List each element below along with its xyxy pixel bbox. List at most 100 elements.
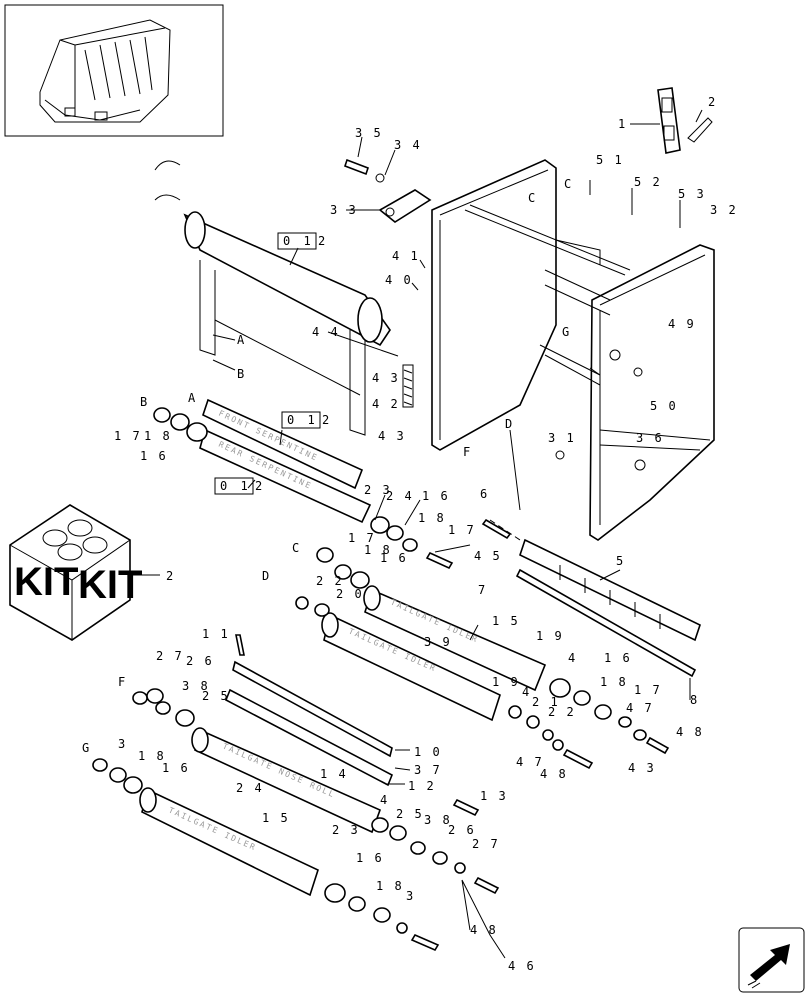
callout: 3 3 (330, 203, 358, 217)
callout: C (292, 541, 299, 555)
callout: 2 3 (364, 483, 392, 497)
angle-strips (224, 660, 394, 787)
callout: 1 8 (138, 749, 166, 763)
ref-suffix-3: 2 (255, 479, 265, 493)
callout: 1 5 (262, 811, 290, 825)
ref-box-2: 0 1 (287, 413, 318, 427)
callout: C (564, 177, 571, 191)
callout: 3 9 (424, 635, 452, 649)
leader-lines (212, 109, 703, 959)
kit-label-2: KIT (78, 563, 142, 607)
callout: 1 7 (448, 523, 476, 537)
next-page-arrow-icon[interactable] (738, 927, 805, 993)
callout: 5 0 (650, 399, 678, 413)
callout: G (82, 741, 89, 755)
callout: 6 (480, 487, 489, 501)
callout: F (463, 445, 470, 459)
callout: 2 (166, 569, 175, 583)
callout: 1 7 (634, 683, 662, 697)
callout: 3 (118, 737, 127, 751)
callout: A (237, 333, 245, 347)
bracket-assembly (343, 158, 432, 223)
callout: 1 8 (144, 429, 172, 443)
ref-suffix-2: 2 (322, 413, 332, 427)
callout: 4 (568, 651, 577, 665)
callout: 5 1 (596, 153, 624, 167)
callout: 1 9 (536, 629, 564, 643)
callout: 1 6 (604, 651, 632, 665)
callout: G (562, 325, 569, 339)
callout: 3 4 (394, 138, 422, 152)
callout: C (528, 191, 535, 205)
callout: 4 3 (628, 761, 656, 775)
callout: 1 6 (422, 489, 450, 503)
callout: D (505, 417, 512, 431)
callout: 4 2 (372, 397, 400, 411)
callout: 4 (380, 793, 389, 807)
callout: 2 4 (236, 781, 264, 795)
callout: 2 7 (472, 837, 500, 851)
callout: 4 3 (372, 371, 400, 385)
callout: 2 2 (316, 574, 344, 588)
kit-label-1: KIT (14, 560, 78, 604)
callout: 4 0 (385, 273, 413, 287)
tailgate-idler-roll-lower: TAILGATE IDLER (139, 787, 319, 897)
callout: 2 7 (156, 649, 184, 663)
callout: 8 (690, 693, 699, 707)
callout: 1 1 (202, 627, 230, 641)
callout: 4 7 (516, 755, 544, 769)
callout: 1 6 (140, 449, 168, 463)
reference-boxes: 0 1 2 0 1 2 0 1 2 (214, 232, 332, 495)
thumbnail-inset (4, 4, 224, 137)
callout: 4 7 (626, 701, 654, 715)
callout: 4 9 (668, 317, 696, 331)
callout: 2 5 (396, 807, 424, 821)
callout: 1 6 (380, 551, 408, 565)
callout: 3 8 (182, 679, 210, 693)
callout: 2 6 (448, 823, 476, 837)
callout: 7 (478, 583, 487, 597)
ref-box-1: 0 1 (283, 234, 314, 248)
callout: 4 4 (312, 325, 340, 339)
callout: 2 4 (386, 489, 414, 503)
spring-part (402, 364, 414, 408)
baler-thumbnail-image (39, 19, 171, 123)
callout: 4 8 (676, 725, 704, 739)
callout: 1 3 (480, 789, 508, 803)
callout: 1 (618, 117, 627, 131)
kit-box: KIT KIT (9, 504, 160, 641)
serpentine-arm-assembly (154, 160, 391, 436)
callout: 1 5 (492, 614, 520, 628)
callout: 2 2 (548, 705, 576, 719)
callout: 4 6 (508, 959, 536, 973)
bolts (235, 518, 670, 952)
callout: 1 8 (364, 543, 392, 557)
ref-box-3: 0 1 (220, 479, 251, 493)
callout: 1 2 (408, 779, 436, 793)
callout: 3 5 (355, 126, 383, 140)
callout: 1 0 (414, 745, 442, 759)
callout: 4 8 (540, 767, 568, 781)
callout: 1 6 (356, 851, 384, 865)
callout: 1 6 (162, 761, 190, 775)
callout: 3 (406, 889, 415, 903)
callout: 3 2 (710, 203, 738, 217)
callout: 4 8 (470, 923, 498, 937)
chamber-frame (431, 159, 715, 541)
decal-part (657, 87, 713, 154)
callout: 2 6 (186, 654, 214, 668)
scraper-bar (489, 519, 701, 678)
callout: 5 3 (678, 187, 706, 201)
callout: 1 7 (348, 531, 376, 545)
callout: B (237, 367, 244, 381)
callout: 1 8 (600, 675, 628, 689)
ref-suffix-1: 2 (318, 234, 328, 248)
callout: 1 7 (114, 429, 142, 443)
callout: 4 (522, 685, 531, 699)
callout: 5 2 (634, 175, 662, 189)
callout: D (262, 569, 269, 583)
callout: 2 3 (332, 823, 360, 837)
callout: 3 8 (424, 813, 452, 827)
callout: 5 (616, 554, 625, 568)
